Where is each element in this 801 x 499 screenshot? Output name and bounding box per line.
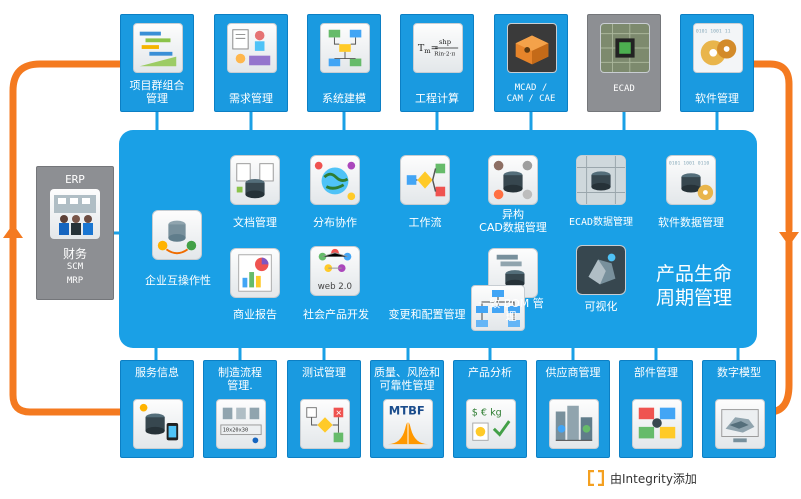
tile-label: 系统建模	[322, 92, 366, 105]
supplier-icon	[549, 399, 599, 449]
tile-test-management[interactable]: 测试管理 ✕	[287, 360, 361, 458]
loop-arrow-down	[779, 232, 799, 246]
project-portfolio-icon	[133, 23, 183, 73]
hub-label-visualization: 可视化	[584, 300, 618, 313]
tile-label: 数字模型	[717, 366, 761, 379]
tile-product-analytics[interactable]: 产品分析 $ € kg	[453, 360, 527, 458]
tile-requirements[interactable]: 需求管理	[214, 14, 288, 112]
tile-label: 测试管理	[302, 366, 346, 379]
integrity-bracket-icon	[588, 470, 604, 486]
analytics-tag: $ € kg	[472, 407, 502, 418]
tile-label: 需求管理	[229, 92, 273, 105]
tile-project-portfolio[interactable]: 项目群组合 管理	[120, 14, 194, 112]
web20-badge: web 2.0	[318, 282, 352, 292]
formula-denominator: Rin·2·π	[434, 52, 455, 58]
formula-numerator: shp	[439, 38, 451, 46]
tile-label: 项目群组合 管理	[129, 79, 185, 105]
interoperability-icon[interactable]	[152, 210, 202, 260]
cad-data-icon[interactable]	[488, 155, 538, 205]
tile-mcad[interactable]: MCAD / CAM / CAE	[494, 14, 568, 112]
erp-line-scm: SCM	[66, 262, 84, 272]
parts-icon	[632, 399, 682, 449]
hub-label-ecad-data: ECAD数据管理	[568, 217, 634, 228]
hub-label-workflow: 工作流	[408, 216, 442, 229]
test-management-icon: ✕	[300, 399, 350, 449]
erp-panel[interactable]: ERP 财务 SCM MRP	[36, 166, 114, 300]
tile-label: ECAD	[613, 84, 635, 94]
ecad-data-icon[interactable]	[576, 155, 626, 205]
hub-label-bom: 一致 BOM 管 理	[478, 297, 544, 323]
erp-title: ERP	[65, 173, 85, 186]
tile-service-info[interactable]: 服务信息	[120, 360, 194, 458]
visualization-icon[interactable]	[576, 245, 626, 295]
tile-label: 质量、风险和 可靠性管理	[374, 366, 440, 392]
office-people-icon	[50, 189, 100, 239]
tile-label: 供应商管理	[545, 366, 601, 379]
hub-label-business-report: 商业报告	[233, 308, 277, 321]
hub-label-change-config: 变更和配置管理	[388, 308, 466, 321]
erp-line-finance: 财务	[62, 247, 87, 261]
tile-supplier[interactable]: 供应商管理	[536, 360, 610, 458]
product-analytics-icon: $ € kg	[466, 399, 516, 449]
tile-parts[interactable]: 部件管理	[619, 360, 693, 458]
loop-arrow-up	[3, 224, 23, 238]
system-modeling-icon	[320, 23, 370, 73]
svg-text:Tm=: Tm=	[418, 43, 439, 55]
hub-label-distributed-collab: 分布协作	[313, 216, 357, 229]
tile-label: 产品分析	[468, 366, 512, 379]
svg-text:✕: ✕	[336, 408, 342, 417]
hub-label-interoperability: 企业互操作性	[145, 274, 211, 287]
hub-label-social-dev: 社会产品开发	[303, 308, 369, 321]
service-info-icon	[133, 399, 183, 449]
tile-software[interactable]: 0101 1001 11 软件管理	[680, 14, 754, 112]
mcad-icon	[507, 23, 557, 73]
manufacturing-tag: 10x20x30	[223, 428, 248, 434]
globe-network-icon[interactable]	[310, 155, 360, 205]
tile-system-modeling[interactable]: 系统建模	[307, 14, 381, 112]
tile-label: 工程计算	[415, 92, 459, 105]
erp-line-mrp: MRP	[66, 276, 84, 286]
business-report-icon[interactable]	[230, 248, 280, 298]
tile-label: MCAD / CAM / CAE	[506, 83, 556, 104]
mtbf-icon: MTBF	[383, 399, 433, 449]
hub-label-software-data: 软件数据管理	[658, 216, 724, 229]
tile-label: 制造流程 管理.	[218, 366, 262, 392]
hub-title: 产品生命 周期管理	[656, 263, 733, 309]
digital-model-icon	[715, 399, 765, 449]
software-discs-icon: 0101 1001 11	[693, 23, 743, 73]
tile-label: 服务信息	[135, 366, 179, 379]
document-db-icon[interactable]	[230, 155, 280, 205]
bom-tree-icon	[471, 285, 525, 331]
tile-label: 部件管理	[634, 366, 678, 379]
mtbf-tag: MTBF	[389, 403, 425, 417]
requirements-icon	[227, 23, 277, 73]
tile-digital-model[interactable]: 数字模型	[702, 360, 776, 458]
footer-credit: 由Integrity添加	[588, 470, 697, 487]
hub-label-document-mgmt: 文档管理	[233, 216, 277, 229]
ecad-chip-icon	[600, 23, 650, 73]
tile-ecad[interactable]: ECAD	[587, 14, 661, 112]
tile-label: 软件管理	[695, 92, 739, 105]
software-data-icon[interactable]: 0101 1001 0110	[666, 155, 716, 205]
tile-manufacturing[interactable]: 制造流程 管理. 10x20x30	[203, 360, 277, 458]
hub-label-cad-data: 异构 CAD数据管理	[479, 208, 547, 234]
manufacturing-icon: 10x20x30	[216, 399, 266, 449]
web20-icon[interactable]: web 2.0	[310, 246, 360, 296]
svg-text:0101 1001 0110: 0101 1001 0110	[669, 161, 709, 167]
svg-text:0101 1001 11: 0101 1001 11	[696, 29, 731, 35]
workflow-icon[interactable]	[400, 155, 450, 205]
tile-quality-risk[interactable]: 质量、风险和 可靠性管理 MTBF	[370, 360, 444, 458]
footer-text: 由Integrity添加	[610, 472, 697, 486]
